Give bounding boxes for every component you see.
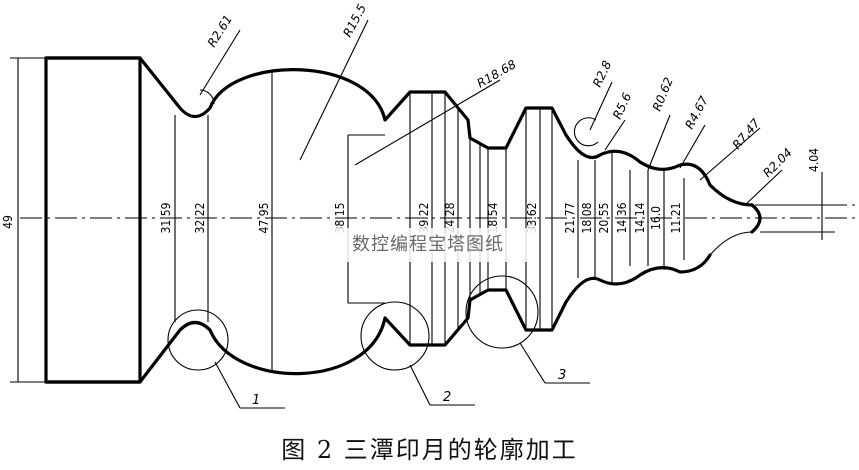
- dim-d13: 14.14: [633, 202, 647, 233]
- watermark: 数控编程宝塔图纸: [318, 228, 538, 262]
- dim-d6: 24.28: [443, 202, 457, 233]
- callout-3: 3: [558, 368, 566, 383]
- end-cap: [750, 203, 762, 234]
- dim-d9: 21.77: [563, 203, 577, 234]
- radius-r1: R2.61: [205, 12, 235, 49]
- radius-r6: R0.62: [650, 75, 676, 113]
- callout-2: 2: [443, 390, 451, 405]
- radius-r8: R7.47: [730, 116, 763, 152]
- dim-d15: 11.21: [669, 203, 683, 234]
- dim-d1: 31.59: [159, 202, 173, 233]
- dim-d7: 18.54: [486, 202, 500, 233]
- dim-small: 4.04: [807, 148, 821, 172]
- profile-outline-lower: [44, 253, 712, 384]
- turning-profile-drawing: 49 31.59 32.22 47.95 38.15 39.22 24.28 1…: [1, 2, 855, 409]
- dim-d11: 20.55: [597, 203, 611, 234]
- chuck-block: [44, 56, 142, 384]
- dim-d14: 16.0: [649, 206, 663, 230]
- radius-r5: R5.6: [610, 90, 634, 121]
- radius-r2: R15.5: [340, 2, 369, 40]
- dim-d5: 39.22: [417, 203, 431, 234]
- callout-1: 1: [252, 393, 260, 408]
- dim-d10: 18.08: [580, 202, 594, 233]
- radius-r3: R18.68: [475, 57, 519, 91]
- figure-caption: 图 2 三潭印月的轮廓加工: [281, 436, 578, 464]
- dim-overall: 49: [1, 215, 15, 229]
- detail-callouts: [167, 275, 590, 409]
- profile-grey-tail: [709, 231, 753, 256]
- dim-d4: 38.15: [333, 203, 347, 234]
- diameter-dims: [174, 70, 685, 372]
- profile-outline-upper: [44, 56, 754, 207]
- radius-leaders: [199, 19, 783, 206]
- radius-r7: R4.67: [682, 94, 711, 132]
- dim-d3: 47.95: [257, 203, 271, 234]
- dim-d12: 14.36: [615, 202, 629, 233]
- dim-d2: 32.22: [193, 203, 207, 234]
- dim-d8: 33.62: [525, 203, 539, 234]
